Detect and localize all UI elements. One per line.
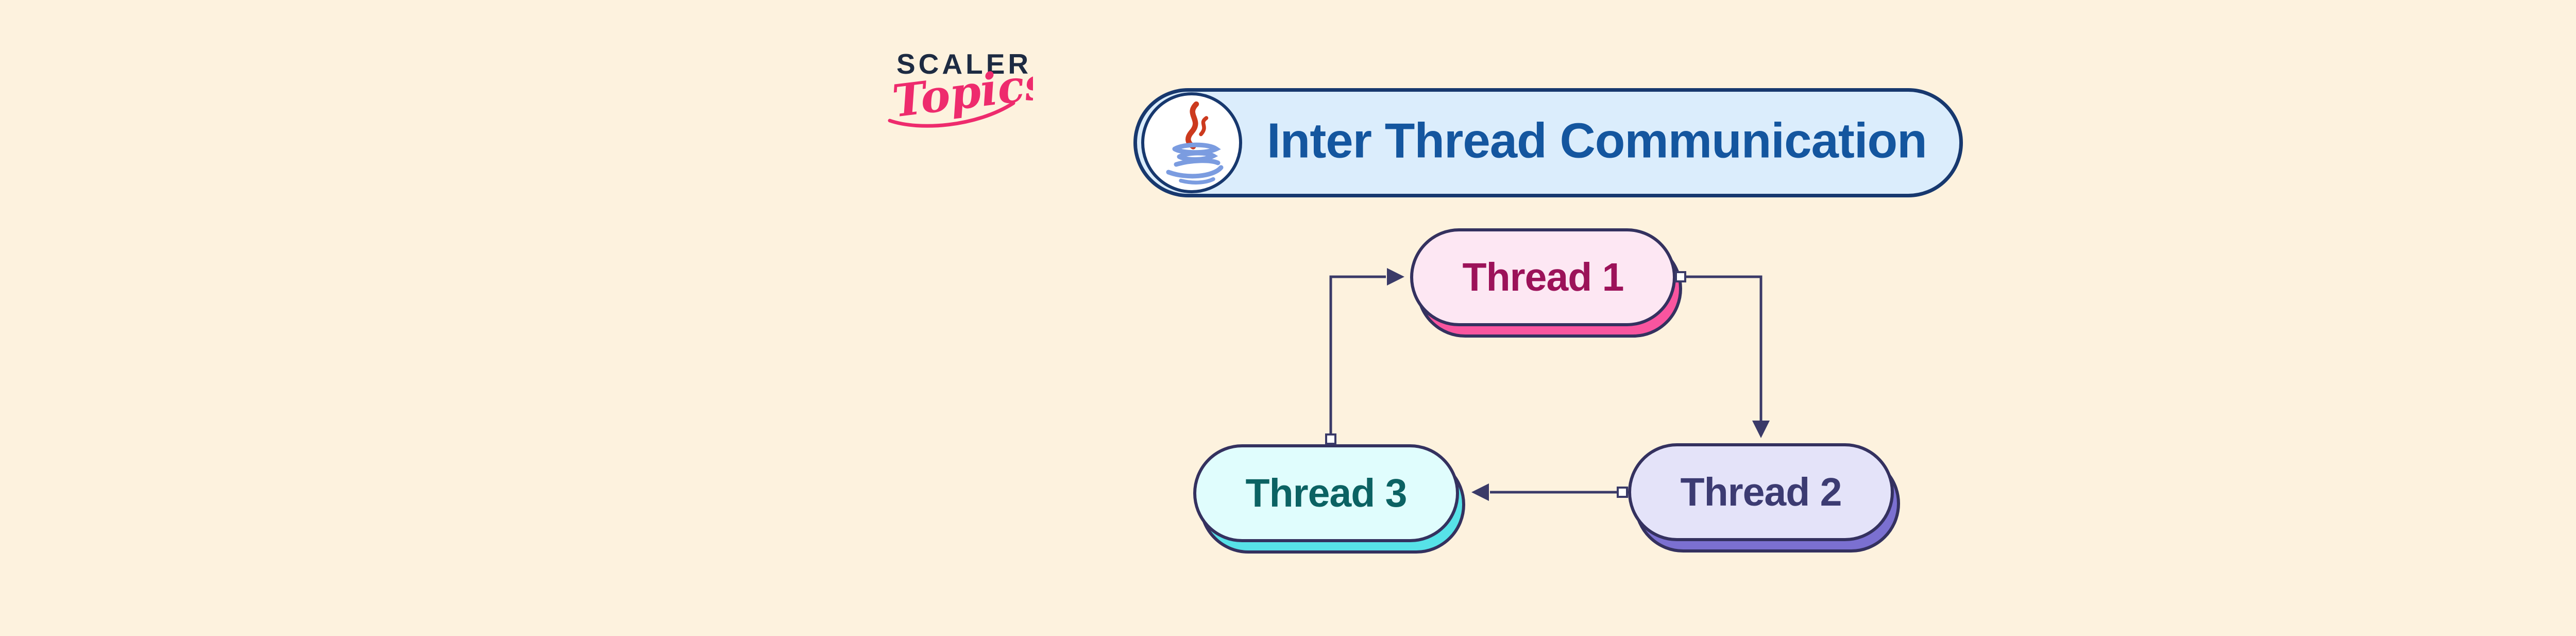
anchor-square-t1-right — [1675, 271, 1686, 282]
thread-3-node: Thread 3 — [1193, 444, 1465, 554]
arrowhead-left-icon — [1471, 483, 1489, 501]
thread-3-label: Thread 3 — [1245, 471, 1408, 515]
java-cup-swirl-top — [1172, 142, 1221, 155]
connector-t3-to-t1 — [1329, 275, 1386, 436]
java-icon — [1166, 101, 1224, 185]
java-logo-badge — [1141, 92, 1242, 193]
java-flame-small — [1199, 116, 1209, 137]
java-cup-swirl-low — [1174, 158, 1221, 167]
connector-t1-to-t2 — [1686, 275, 1762, 422]
topics-underline-swash — [888, 101, 1015, 128]
scaler-wordmark: SCALER — [896, 48, 1032, 80]
diagram-title: Inter Thread Communication — [1267, 113, 1927, 169]
arrowhead-right-icon — [1387, 268, 1404, 286]
java-saucer-arc — [1166, 165, 1224, 179]
thread-2-label: Thread 2 — [1680, 470, 1842, 514]
arrowhead-down-icon — [1752, 421, 1770, 438]
java-saucer-base — [1179, 177, 1215, 185]
thread-2-node: Thread 2 — [1628, 443, 1900, 553]
thread-1-label: Thread 1 — [1462, 255, 1624, 299]
anchor-square-t3-top — [1325, 433, 1336, 445]
anchor-square-t2-left — [1617, 487, 1628, 498]
title-banner: Inter Thread Communication — [1133, 88, 1963, 197]
java-cup-swirl-mid — [1177, 150, 1218, 162]
scaler-topics-logo: SCALER Topics — [876, 45, 1041, 133]
thread-1-node: Thread 1 — [1410, 228, 1682, 338]
topics-script: Topics — [888, 66, 1033, 128]
